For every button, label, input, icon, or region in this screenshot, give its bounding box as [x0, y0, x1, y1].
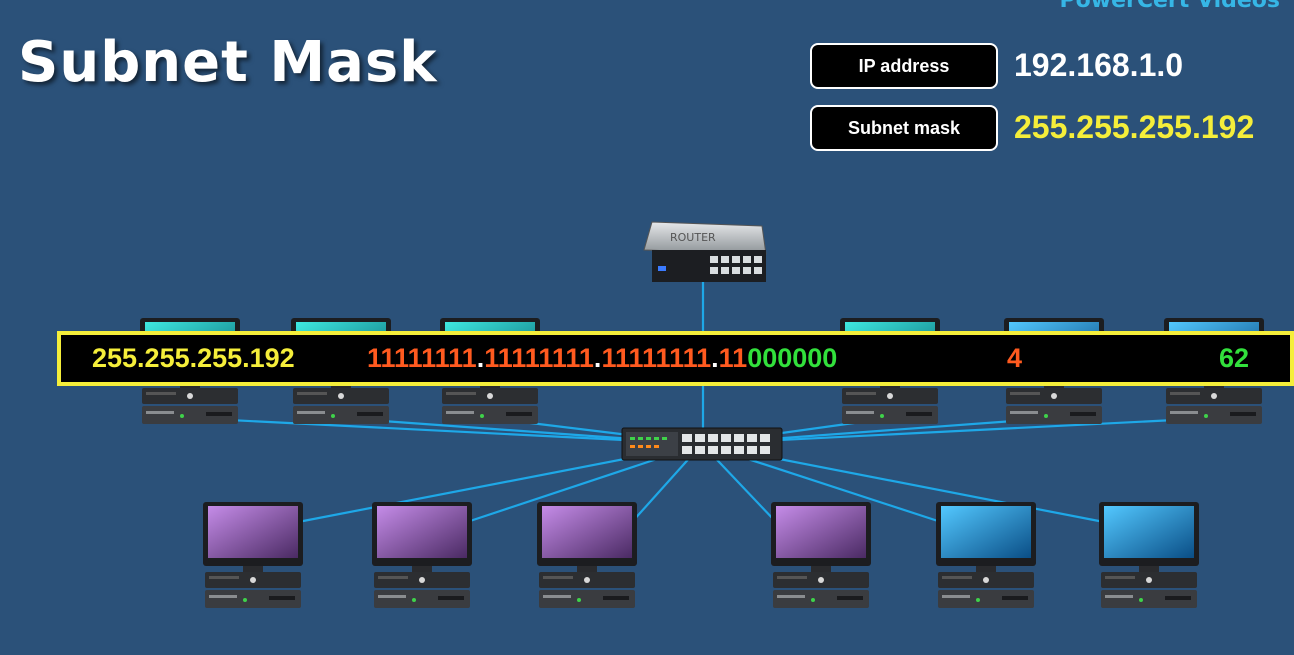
binary-octet-1: 11111111 [367, 343, 477, 373]
bar-mask-binary: 11111111.11111111.11111111.11000000 [367, 343, 837, 374]
computer-icon [203, 502, 303, 608]
binary-dot-1: . [476, 343, 485, 373]
brand-logo: PowerCert Videos [1059, 0, 1280, 13]
computer-icon [537, 502, 637, 608]
computer-icon [1099, 502, 1199, 608]
bar-mask-decimal: 255.255.255.192 [92, 343, 295, 373]
ip-address-label: IP address [810, 43, 998, 89]
binary-octet-3: 11111111 [601, 343, 712, 373]
binary-dot-2: . [593, 343, 602, 373]
binary-octet-2: 11111111 [484, 343, 594, 373]
binary-dot-3: . [711, 343, 719, 373]
subnet-mask-label: Subnet mask [810, 105, 998, 151]
network-cable [701, 416, 1215, 446]
computer-icon [372, 502, 472, 608]
ip-address-value: 192.168.1.0 [1014, 47, 1184, 83]
router-icon: ROUTER [643, 221, 767, 282]
binary-octet-4-network: 11 [718, 343, 748, 373]
computer-icon [936, 502, 1036, 608]
switch-icon [621, 427, 783, 461]
page-title: Subnet Mask [18, 30, 438, 95]
subnet-count: 4 [1007, 343, 1023, 373]
subnet-mask-bar: 255.255.255.192 11111111.11111111.111111… [57, 331, 1294, 386]
subnet-mask-value: 255.255.255.192 [1014, 109, 1255, 145]
computer-icon [771, 502, 871, 608]
binary-octet-4-host: 000000 [747, 343, 838, 373]
host-count: 62 [1219, 343, 1250, 373]
router-label: ROUTER [670, 231, 716, 244]
network-cable [189, 416, 703, 446]
